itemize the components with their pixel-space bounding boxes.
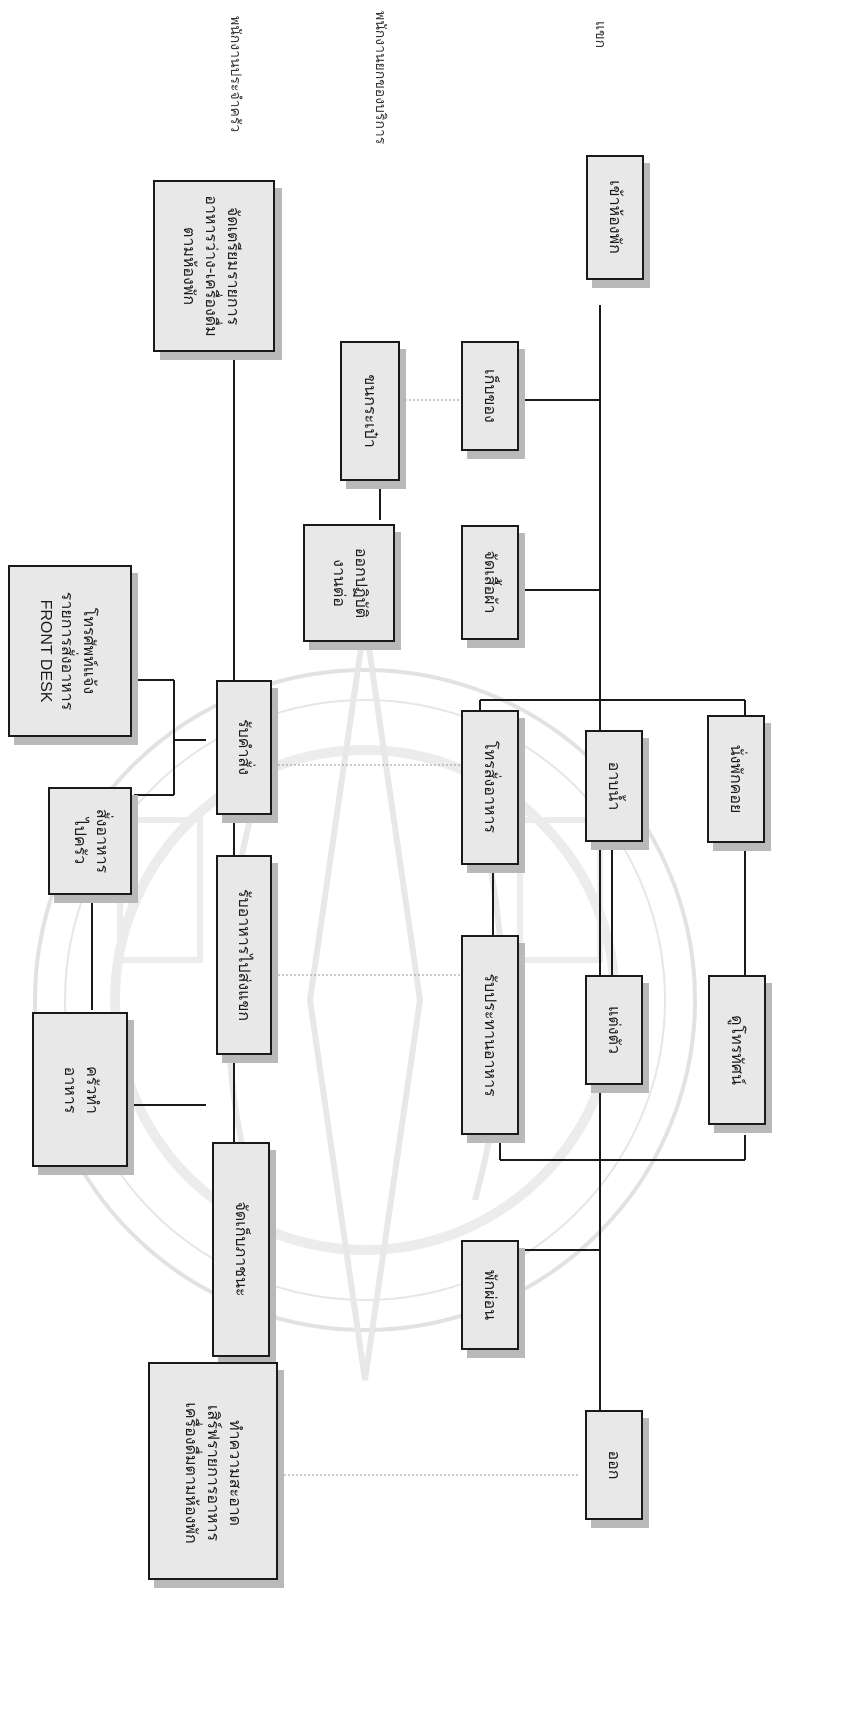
node-arrange-clothes-label: จัดเสื้อผ้า (479, 532, 501, 632)
node-sit-wait-label: นั่งพักคอย (725, 729, 747, 829)
node-bath-label: อาบน้ำ (603, 736, 625, 836)
node-prepare-food-label: จัดเตรียมรายการอาหารว่าง-เครื่องดื่มตามห… (184, 181, 244, 351)
node-cook-label: ครัวทำอาหาร (57, 1040, 103, 1140)
heading-guest: แขก (589, 21, 611, 71)
node-keep-belongings-label: เก็บของ (479, 346, 501, 446)
node-get-dressed-label: แต่งตัว (603, 980, 625, 1080)
node-watch-tv-label: ดูโทรทัศน์ (726, 1000, 748, 1100)
node-order-kitchen-label: สั่งอาหารไปครัว (67, 791, 113, 891)
node-exit-label: ออก (603, 1415, 625, 1515)
node-rest-label: พักผ่อน (479, 1245, 501, 1345)
heading-kitchen-staff: พนักงานประจำครัว (224, 16, 246, 166)
node-operate-label: ออกปฏิบัติงานต่อ (326, 533, 372, 633)
node-eat-label: รับประทานอาหาร (479, 965, 501, 1105)
node-cleanup-label: ทำความสะอาดเสิร์ฟรายการอาหารเครื่องดื่มต… (180, 1383, 246, 1563)
node-enter-room-label: เข้าห้องพัก (604, 167, 626, 267)
node-carry-luggage-label: ขนกระเป๋า (359, 361, 381, 461)
node-collect-dishes-label: จัดเก็บภาชนะ (230, 1169, 252, 1329)
heading-porter-staff: พนักงานยกของบริการ (369, 11, 391, 171)
node-food-delivery-label: รับอาหารไปส่งแขก (233, 875, 255, 1035)
node-receive-order-label: รับคำสั่ง (233, 697, 255, 797)
node-phone-order-label: โทรสั่งอาหาร (479, 727, 501, 847)
